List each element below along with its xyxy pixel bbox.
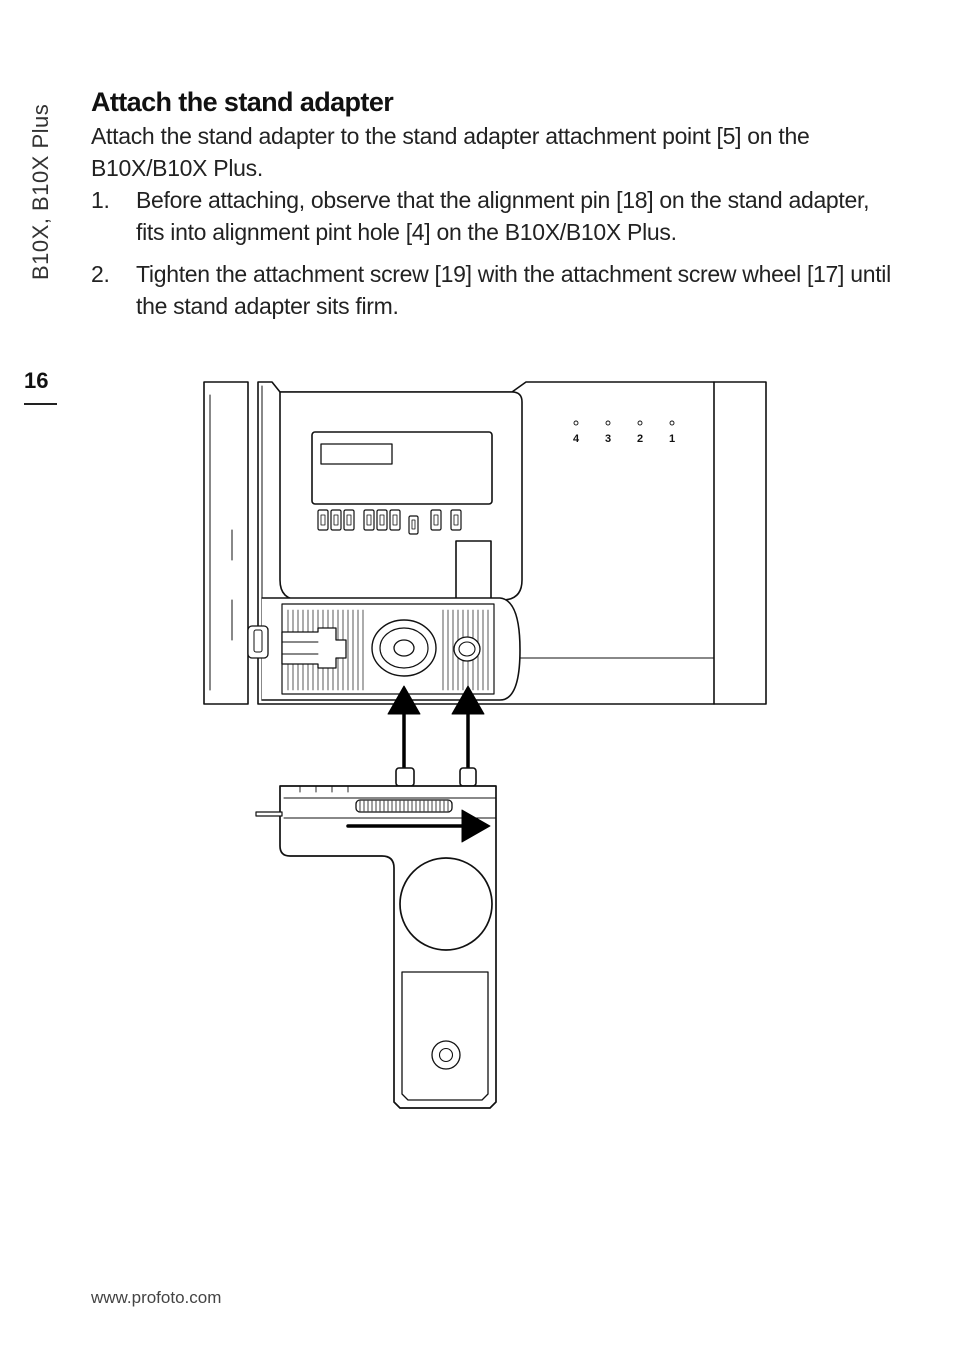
steps-list: 1. Before attaching, observe that the al… — [91, 184, 891, 322]
step-number: 2. — [91, 261, 110, 287]
channel-2-label: 2 — [637, 433, 643, 445]
channel-indicators — [573, 420, 675, 426]
product-side-title: B10X, B10X Plus — [28, 103, 53, 280]
step-item: 1. Before attaching, observe that the al… — [91, 184, 891, 248]
section-heading: Attach the stand adapter — [91, 87, 394, 117]
channel-1-label: 1 — [669, 433, 675, 445]
attach-direction-arrows — [387, 685, 485, 788]
screw-wheel-knurling — [359, 800, 449, 812]
stand-adapter-illustration: 4 3 2 1 — [203, 381, 767, 1109]
step-item: 2. Tighten the attachment screw [19] wit… — [91, 258, 891, 322]
step-number: 1. — [91, 187, 110, 213]
stand-adapter-drawing — [255, 767, 497, 1109]
channel-labels: 4 3 2 1 — [573, 433, 675, 445]
footer-url: www.profoto.com — [91, 1288, 222, 1307]
main-content: Attach the stand adapter Attach the stan… — [91, 86, 891, 322]
control-buttons-drawing — [317, 509, 462, 535]
channel-4-label: 4 — [573, 433, 580, 445]
page-number: 16 — [24, 368, 49, 393]
channel-3-label: 3 — [605, 433, 611, 445]
intro-paragraph: Attach the stand adapter to the stand ad… — [91, 123, 810, 181]
flash-unit-drawing — [203, 381, 767, 705]
step-text: Tighten the attachment screw [19] with t… — [136, 261, 891, 319]
step-text: Before attaching, observe that the align… — [136, 187, 870, 245]
page-number-rule — [24, 403, 57, 405]
